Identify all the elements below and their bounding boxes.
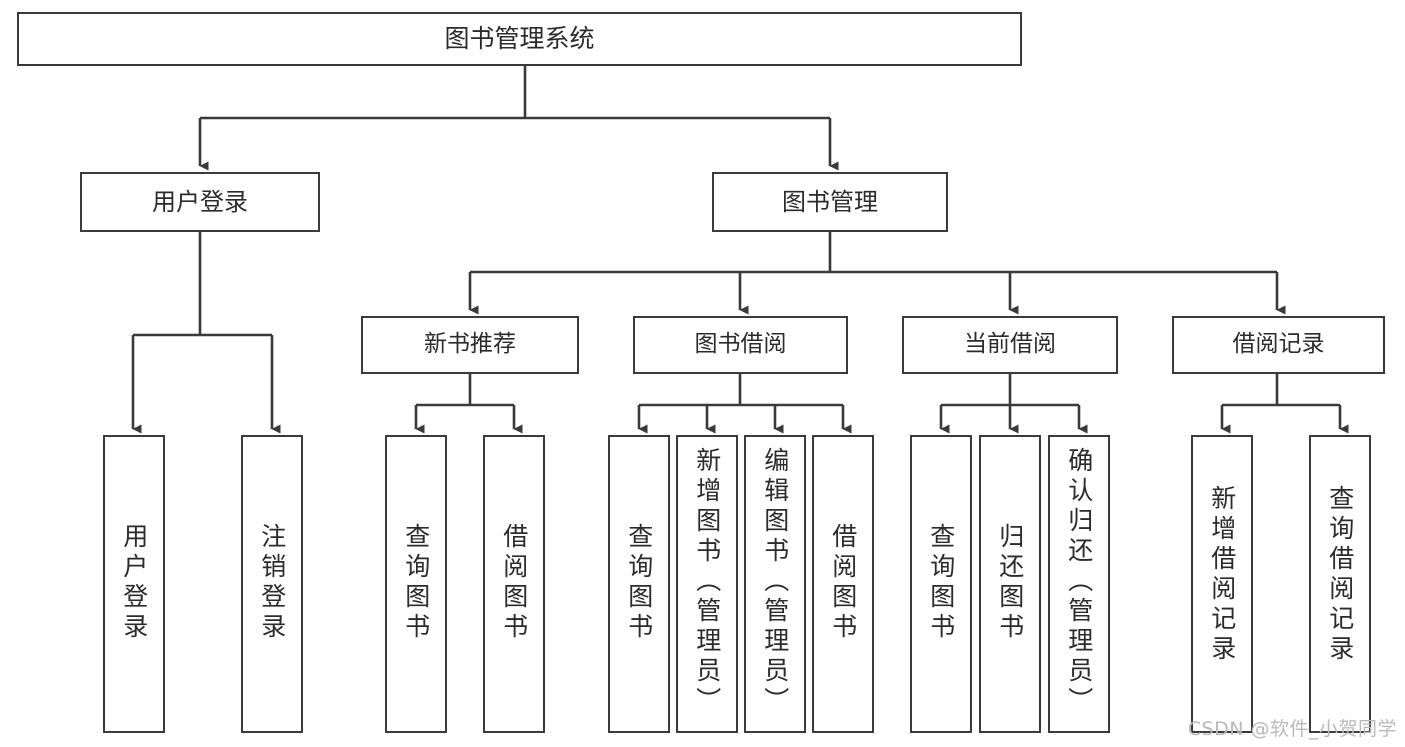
leaf-query-book-recommend[interactable]: 查询图书 [385, 435, 447, 733]
leaf-user-login[interactable]: 用户登录 [103, 435, 165, 733]
leaf-label: 归还图书 [995, 523, 1025, 643]
leaf-add-borrow-record[interactable]: 新增借阅记录 [1191, 435, 1253, 733]
leaf-edit-book-admin[interactable]: 编辑图书（管理员） [744, 435, 806, 733]
leaf-label: 新增借阅记录 [1207, 485, 1237, 665]
leaf-label: 确认归还（管理员） [1064, 447, 1094, 717]
leaf-label: 查询图书 [926, 523, 956, 643]
leaf-label: 查询借阅记录 [1325, 485, 1355, 665]
leaf-label: 注销登录 [257, 523, 287, 643]
leaf-query-borrow-record[interactable]: 查询借阅记录 [1309, 435, 1371, 733]
leaf-borrow-book-borrow[interactable]: 借阅图书 [812, 435, 874, 733]
node-book-borrow[interactable]: 图书借阅 [633, 316, 848, 374]
node-current-borrow[interactable]: 当前借阅 [902, 316, 1118, 374]
leaf-borrow-book-recommend[interactable]: 借阅图书 [483, 435, 545, 733]
leaf-confirm-return-admin[interactable]: 确认归还（管理员） [1048, 435, 1110, 733]
node-label: 图书借阅 [694, 331, 787, 358]
leaf-label: 借阅图书 [499, 523, 529, 643]
leaf-add-book-admin[interactable]: 新增图书（管理员） [676, 435, 738, 733]
leaf-query-book-borrow[interactable]: 查询图书 [608, 435, 670, 733]
node-root-book-management-system[interactable]: 图书管理系统 [17, 12, 1022, 66]
node-label: 图书管理 [782, 187, 878, 216]
node-label: 用户登录 [152, 187, 248, 216]
node-label: 新书推荐 [424, 331, 516, 358]
leaf-label: 借阅图书 [828, 523, 858, 643]
leaf-label: 查询图书 [624, 523, 654, 643]
leaf-logout-login[interactable]: 注销登录 [241, 435, 303, 733]
watermark-text: CSDN @软件_小贺同学 [1187, 718, 1397, 740]
node-label: 借阅记录 [1232, 331, 1325, 358]
node-label: 当前借阅 [964, 331, 1056, 358]
node-new-book-recommend[interactable]: 新书推荐 [361, 316, 579, 374]
leaf-query-book-current[interactable]: 查询图书 [910, 435, 972, 733]
node-book-management[interactable]: 图书管理 [712, 172, 948, 232]
leaf-label: 查询图书 [401, 523, 431, 643]
leaf-label: 新增图书（管理员） [692, 447, 722, 717]
node-borrow-record[interactable]: 借阅记录 [1172, 316, 1385, 374]
node-label: 图书管理系统 [444, 24, 595, 54]
leaf-return-book[interactable]: 归还图书 [979, 435, 1041, 733]
leaf-label: 编辑图书（管理员） [760, 447, 790, 717]
node-user-login[interactable]: 用户登录 [80, 172, 320, 232]
leaf-label: 用户登录 [119, 523, 149, 643]
